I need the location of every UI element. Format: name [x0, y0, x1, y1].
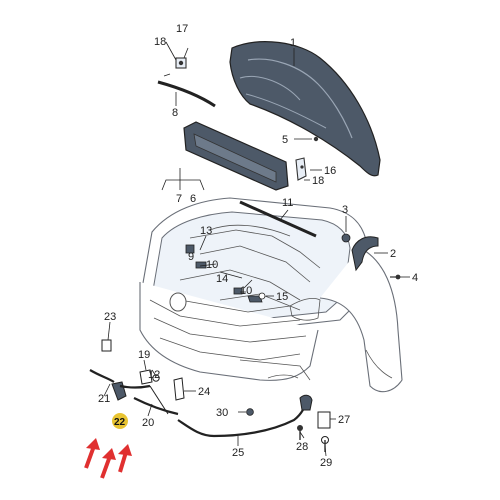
gas-strut [351, 236, 379, 272]
car-front-body [139, 197, 403, 393]
latch-components [185, 244, 266, 303]
release-cable [177, 395, 310, 438]
callout-6: 6 [190, 193, 196, 205]
red-arrows [84, 438, 132, 479]
callout-9: 9 [188, 251, 194, 263]
callout-16: 16 [324, 165, 336, 177]
callout-15: 15 [276, 291, 288, 303]
hood-panel [229, 41, 381, 177]
hinge-bracket-top [175, 57, 187, 69]
arrow-middle [100, 448, 116, 479]
screw-4 [390, 274, 401, 280]
leader-lines [103, 41, 410, 457]
callout-18-right: 18 [312, 175, 324, 187]
callout-12: 12 [148, 369, 160, 381]
seal-strip [157, 80, 216, 108]
callout-22-highlight: 22 [112, 413, 128, 429]
front-seal-bar [239, 200, 317, 238]
screw-30 [238, 408, 254, 416]
callout-30: 30 [216, 407, 228, 419]
callout-29: 29 [320, 457, 332, 469]
callout-10-upper: 10 [206, 259, 218, 271]
arrow-right [118, 444, 132, 473]
callout-25: 25 [232, 447, 244, 459]
callout-7: 7 [176, 193, 182, 205]
callout-24: 24 [198, 386, 210, 398]
callout-3: 3 [342, 204, 348, 216]
release-lever-assembly [89, 339, 151, 401]
callout-13: 13 [200, 225, 212, 237]
lock-parts [133, 369, 185, 416]
callout-20: 20 [142, 417, 154, 429]
callout-19: 19 [138, 349, 150, 361]
latch-lower-right [297, 394, 331, 452]
callout-23: 23 [104, 311, 116, 323]
callout-5: 5 [282, 134, 288, 146]
callout-28: 28 [296, 441, 308, 453]
callout-4: 4 [412, 272, 418, 284]
bolt-3 [341, 233, 351, 243]
callout-1: 1 [290, 37, 296, 49]
insulation-pad [183, 121, 289, 191]
callout-labels: 1 2 3 4 5 6 7 8 9 10 10 11 12 13 14 15 1… [98, 23, 418, 469]
callout-8: 8 [172, 107, 178, 119]
callout-11: 11 [282, 197, 293, 209]
callout-21: 21 [98, 393, 110, 405]
callout-10-lower: 10 [240, 285, 252, 297]
callout-14: 14 [216, 273, 228, 285]
callout-17: 17 [176, 23, 188, 35]
arrow-left [84, 438, 100, 469]
callout-27: 27 [338, 414, 350, 426]
callout-18-top: 18 [154, 36, 166, 48]
callout-22: 22 [114, 417, 126, 428]
hinge-right [295, 157, 307, 181]
callout-2: 2 [390, 248, 396, 260]
screw-5 [313, 136, 319, 142]
